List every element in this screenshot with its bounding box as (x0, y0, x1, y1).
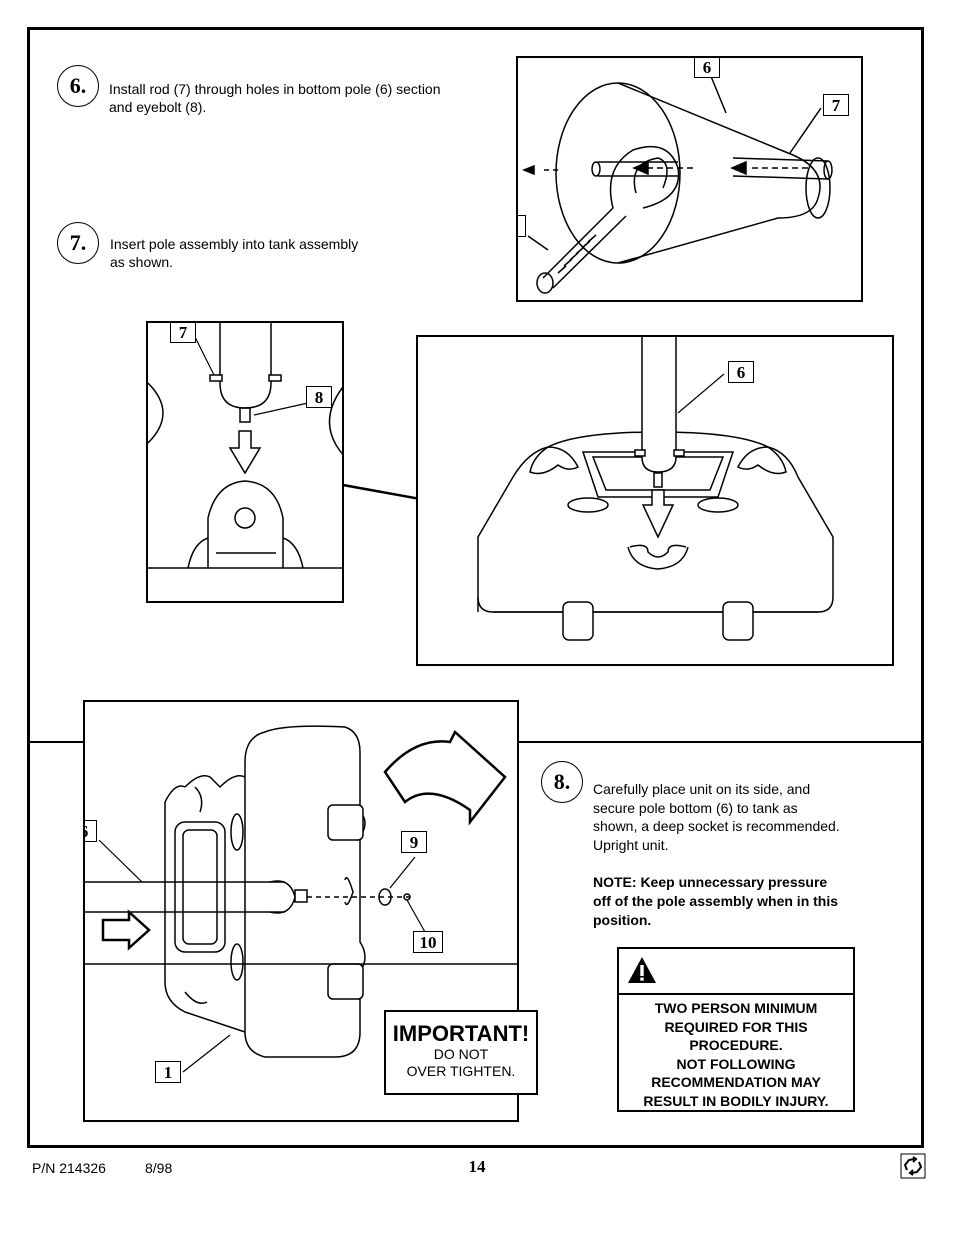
figure-tank-insert: 6 (416, 335, 894, 666)
pole-rod-illustration (521, 68, 833, 294)
warning-header (619, 949, 853, 995)
part-number: P/N 214326 (32, 1160, 106, 1176)
warning-box: TWO PERSON MINIMUM REQUIRED FOR THIS PRO… (617, 947, 855, 1112)
step-7-number: 7. (57, 222, 99, 264)
detail-illustration (148, 323, 342, 569)
section-divider-left (29, 741, 84, 743)
page-frame (27, 27, 924, 1148)
figure-detail-insert: 7 8 (146, 321, 344, 603)
tank-illustration (477, 337, 834, 641)
step-7-text: Insert pole assembly into tank assembly … (110, 236, 359, 270)
warning-text: TWO PERSON MINIMUM REQUIRED FOR THIS PRO… (643, 1000, 829, 1109)
step-8-number: 8. (541, 761, 583, 803)
step-8-text: Carefully place unit on its side, and se… (593, 781, 840, 854)
callout-8: 8 (518, 215, 526, 237)
callout-6: 6 (85, 820, 97, 842)
revision-date: 8/98 (145, 1160, 173, 1176)
step-6-number: 6. (57, 65, 99, 107)
important-line2: OVER TIGHTEN. (406, 1063, 516, 1079)
callout-7: 7 (823, 94, 849, 116)
callout-6: 6 (728, 361, 754, 383)
side-tank-illustration (85, 725, 517, 1073)
important-notice: IMPORTANT! DO NOT OVER TIGHTEN. (384, 1010, 538, 1095)
callout-6: 6 (694, 58, 720, 78)
page-number: 14 (468, 1157, 486, 1176)
recycle-icon (900, 1153, 926, 1179)
figure-rod-install: 6 7 8 (516, 56, 863, 302)
important-line1: DO NOT (433, 1046, 489, 1062)
note-text: NOTE: Keep unnecessary pressure off of t… (593, 874, 839, 928)
step-6-text: Install rod (7) through holes in bottom … (109, 81, 441, 115)
callout-1: 1 (155, 1061, 181, 1083)
callout-7: 7 (170, 323, 196, 343)
callout-8: 8 (306, 386, 332, 408)
section-divider-right (518, 741, 922, 743)
callout-9: 9 (401, 831, 427, 853)
important-title: IMPORTANT! (392, 1021, 530, 1046)
callout-10: 10 (413, 931, 443, 953)
warning-icon (628, 957, 656, 983)
